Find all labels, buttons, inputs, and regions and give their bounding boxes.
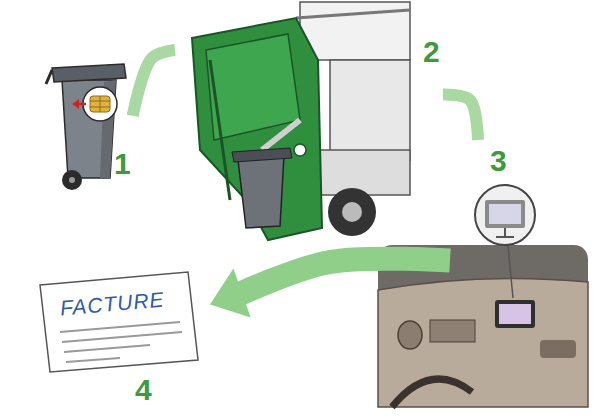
truck-step: 2 xyxy=(175,10,443,245)
waste-bin-part xyxy=(69,177,75,183)
truck-cab-part xyxy=(430,320,475,342)
garbage-truck-part xyxy=(328,188,376,236)
flow-band xyxy=(133,50,175,116)
callout-number: 4 xyxy=(135,373,152,407)
garbage-truck-part xyxy=(294,144,306,156)
waste-bin-part xyxy=(90,96,110,112)
truck-cab-part xyxy=(475,185,535,245)
waste-bin-part xyxy=(90,96,110,112)
cab-step: 3 xyxy=(450,140,590,408)
flow-band xyxy=(443,95,478,140)
truck-cab-part xyxy=(508,246,513,298)
garbage-truck-part xyxy=(210,60,230,200)
invoice-paper xyxy=(40,272,198,372)
callout-number: 1 xyxy=(114,147,131,181)
truck-cab-part xyxy=(495,300,535,328)
garbage-truck-part xyxy=(330,60,410,160)
waste-bin-part xyxy=(72,99,79,109)
flow-arrow xyxy=(443,95,478,140)
garbage-truck xyxy=(192,2,410,240)
invoice-title: FACTURE xyxy=(59,287,165,320)
garbage-truck-part xyxy=(232,148,292,162)
garbage-truck-part xyxy=(192,18,322,240)
bin-step: 1 xyxy=(48,55,133,190)
invoice-paper-part xyxy=(40,272,198,372)
truck-cab-part xyxy=(496,228,514,237)
invoice-step: FACTURE 4 xyxy=(35,278,210,410)
truck-cab-part xyxy=(378,278,588,407)
truck-cab-part xyxy=(392,379,472,407)
garbage-truck-part xyxy=(296,10,410,18)
garbage-truck-part xyxy=(238,156,284,228)
flow-arrow xyxy=(133,50,175,116)
garbage-truck-part xyxy=(342,202,362,222)
callout-number: 2 xyxy=(423,35,440,69)
waste-bin-part xyxy=(46,70,52,84)
flow-band xyxy=(240,259,450,294)
waste-bin-part xyxy=(62,170,82,190)
truck-cab-part xyxy=(489,204,521,224)
invoice-paper-part xyxy=(60,322,182,362)
truck-cab-part xyxy=(485,200,525,228)
waste-bin-part xyxy=(83,87,117,121)
garbage-truck-part xyxy=(262,120,300,150)
waste-bin-part xyxy=(62,80,116,178)
callout-number: 3 xyxy=(490,144,507,178)
truck-cab xyxy=(378,185,588,407)
truck-cab-part xyxy=(499,304,531,324)
waste-bin-part xyxy=(52,64,126,82)
flow-arrow xyxy=(210,259,450,318)
truck-cab-part xyxy=(398,321,422,349)
arrow-head xyxy=(210,269,251,318)
truck-cab-part xyxy=(540,340,576,358)
